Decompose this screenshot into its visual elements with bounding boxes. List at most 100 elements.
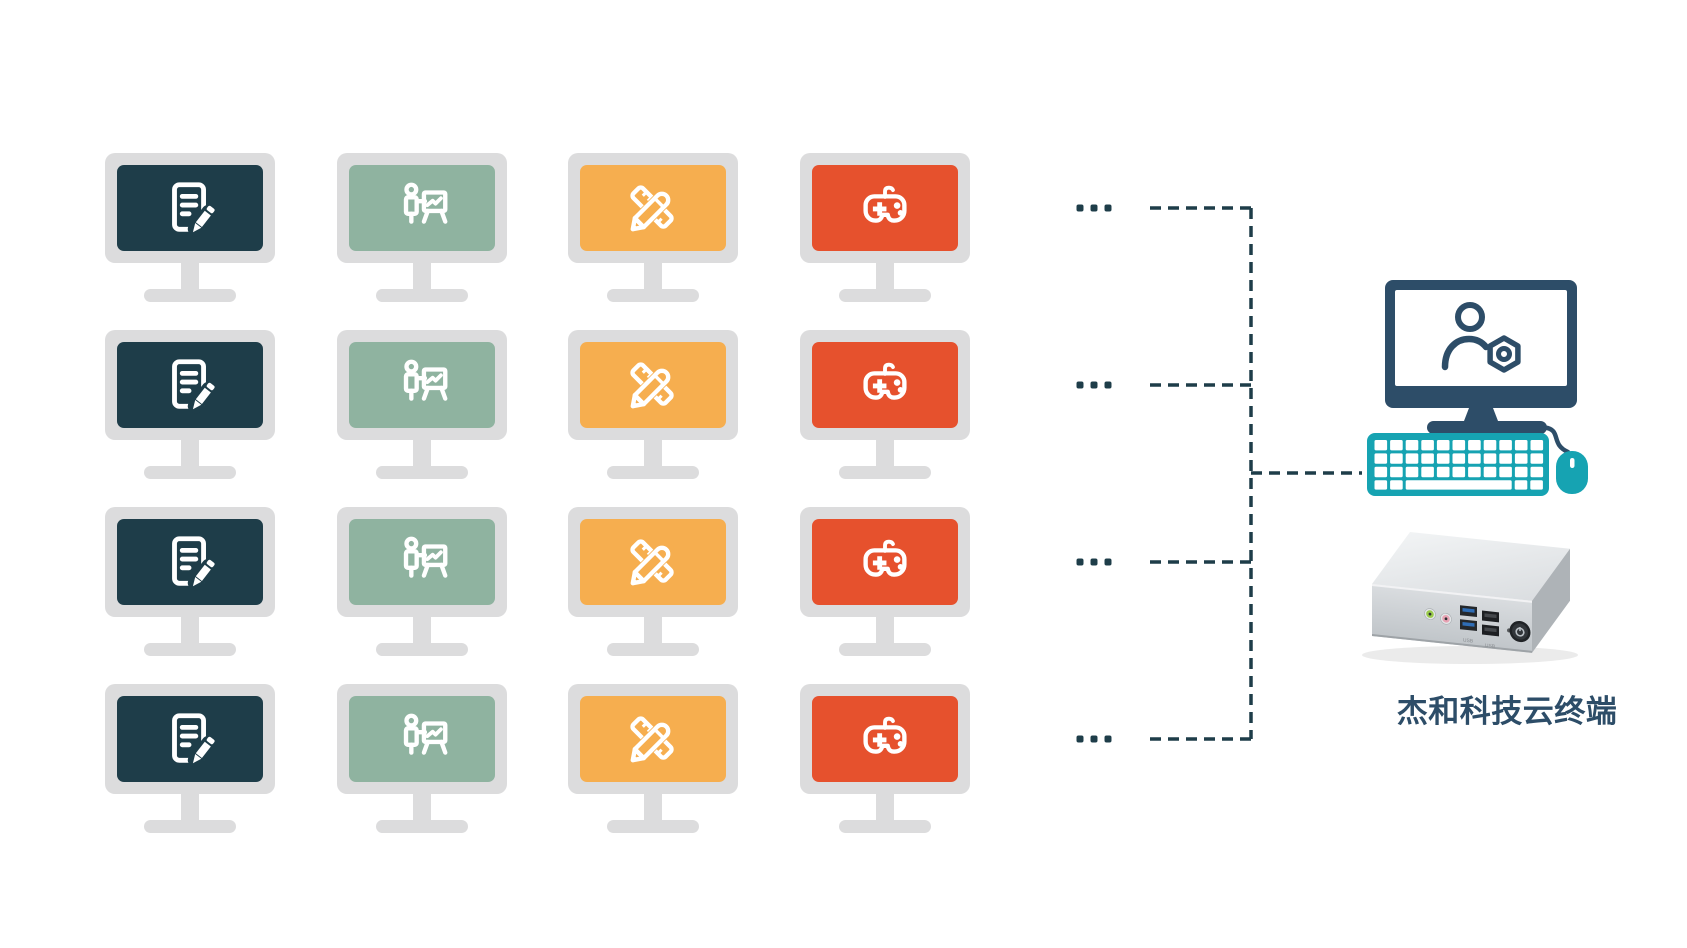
keyboard-key (1436, 440, 1450, 451)
ellipsis-dot (1104, 735, 1112, 743)
device-bottom-edge (1372, 634, 1532, 653)
monitor-stand-base (144, 466, 236, 479)
audio-jack-green (1424, 608, 1436, 620)
keyboard-key (1390, 466, 1403, 478)
monitor-screen (117, 165, 263, 251)
ellipsis-dot (1076, 558, 1084, 566)
keyboard-key (1468, 453, 1481, 464)
monitor-stand-neck (181, 440, 199, 466)
keyboard-key (1468, 466, 1481, 478)
monitor-stand-neck (644, 794, 662, 820)
keyboard-key (1421, 453, 1434, 464)
ellipsis-dot (1104, 204, 1112, 212)
keyboard-key (1374, 453, 1388, 464)
keyboard-key (1530, 453, 1544, 464)
keyboard-key (1374, 466, 1388, 478)
workstation-design-workstation-row1 (568, 153, 738, 302)
device-side-face (1532, 548, 1570, 653)
workstation-gaming-workstation-row2 (799, 330, 970, 479)
ellipsis-dot (1090, 735, 1098, 743)
keyboard-key (1530, 440, 1544, 451)
monitor-stand-neck (412, 794, 431, 820)
monitor-screen (117, 342, 263, 428)
usb3-ports (1460, 605, 1477, 632)
monitor-stand-neck (412, 617, 431, 643)
keyboard-key (1499, 453, 1512, 464)
keyboard-key (1390, 480, 1403, 490)
keyboard-key (1514, 453, 1528, 464)
dashed-connectors (1076, 204, 1362, 743)
ellipsis-dot (1090, 381, 1098, 389)
keyboard-keys (1374, 440, 1544, 490)
ellipsis-dot (1076, 204, 1084, 212)
device-shadow (1362, 646, 1578, 664)
monitor-stand-neck (181, 263, 199, 289)
monitor-stand-neck (181, 617, 199, 643)
ellipsis-dot (1090, 204, 1098, 212)
monitor-stand-base (838, 820, 931, 833)
monitor-screen (348, 165, 495, 251)
keyboard-key (1499, 466, 1512, 478)
keyboard-key (1514, 466, 1528, 478)
keyboard-key (1530, 466, 1544, 478)
mouse-scroll-slot (1570, 458, 1575, 468)
keyboard-key (1483, 466, 1497, 478)
keyboard-key (1499, 440, 1512, 451)
monitor-stand-base (375, 820, 468, 833)
monitor-stand-neck (875, 263, 894, 289)
user-gear-icon (1441, 302, 1521, 373)
monitor-stand-base (375, 643, 468, 656)
keyboard-key (1468, 440, 1481, 451)
monitor-stand-neck (875, 617, 894, 643)
monitor-screen (811, 519, 958, 605)
monitor-stand-base (838, 643, 931, 656)
workstation-document-workstation-row2 (105, 330, 275, 479)
cloud-terminal-device: USB USB (1362, 531, 1578, 664)
monitor-screen (348, 696, 495, 782)
keyboard-key (1514, 440, 1528, 451)
device-front-edge-highlight (1372, 584, 1532, 603)
monitor-screen (811, 696, 958, 782)
monitor-stand-base (375, 466, 468, 479)
keyboard-key (1436, 466, 1450, 478)
usb2-ports (1482, 610, 1499, 637)
workstation-presentation-workstation-row3 (336, 507, 507, 656)
ellipsis-dot (1090, 558, 1098, 566)
device-caption: 杰和科技云终端 (1396, 694, 1618, 729)
ellipsis-dot (1076, 381, 1084, 389)
keyboard-key (1390, 453, 1403, 464)
monitor-stand-neck (412, 263, 431, 289)
terminal-monitor-base (1427, 421, 1547, 434)
keyboard-key (1483, 440, 1497, 451)
monitor-stand-base (607, 466, 699, 479)
keyboard-key (1452, 440, 1466, 451)
monitor-stand-base (144, 643, 236, 656)
monitor-stand-base (607, 643, 699, 656)
monitor-stand-neck (644, 263, 662, 289)
admin-terminal-illustration (1367, 280, 1588, 496)
monitor-stand-neck (181, 794, 199, 820)
workstation-document-workstation-row4 (105, 684, 275, 833)
monitor-stand-base (838, 289, 931, 302)
monitor-screen (580, 165, 726, 251)
terminal-monitor-screen (1395, 290, 1567, 386)
keyboard-key (1452, 453, 1466, 464)
monitor-screen (348, 519, 495, 605)
monitor-screen (580, 696, 726, 782)
keyboard-key (1405, 466, 1419, 478)
device-top-face (1372, 531, 1570, 601)
workstation-design-workstation-row2 (568, 330, 738, 479)
keyboard-key (1405, 453, 1419, 464)
monitor-stand-base (375, 289, 468, 302)
monitor-stand-base (144, 289, 236, 302)
keyboard-key (1390, 440, 1403, 451)
keyboard-key (1405, 440, 1419, 451)
monitor-screen (348, 342, 495, 428)
workstation-design-workstation-row3 (568, 507, 738, 656)
workstation-presentation-workstation-row2 (336, 330, 507, 479)
keyboard-key (1374, 440, 1388, 451)
mic-jack-pink (1440, 612, 1452, 625)
workstation-document-workstation-row3 (105, 507, 275, 656)
